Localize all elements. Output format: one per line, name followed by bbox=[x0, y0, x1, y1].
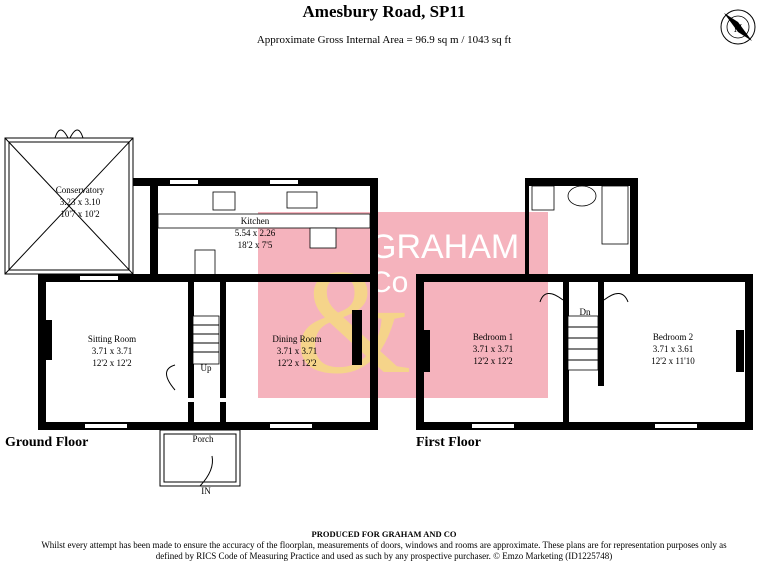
stairs-down-label: Dn bbox=[580, 307, 591, 317]
room-label-porch: Porch bbox=[193, 434, 214, 444]
svg-text:Kitchen: Kitchen bbox=[241, 216, 270, 226]
disclaimer-text: Whilst every attempt has been made to en… bbox=[41, 540, 727, 561]
produced-for-line: PRODUCED FOR GRAHAM AND CO bbox=[311, 529, 457, 539]
first-floor-walls bbox=[416, 178, 753, 430]
first-floor-label: First Floor bbox=[416, 435, 481, 450]
svg-text:5.54 x 2.26: 5.54 x 2.26 bbox=[235, 228, 276, 238]
svg-text:12'2 x 12'2: 12'2 x 12'2 bbox=[92, 358, 131, 368]
svg-text:3.71 x 3.71: 3.71 x 3.71 bbox=[473, 344, 514, 354]
graham-co-watermark: & GRAHAM Co bbox=[258, 212, 548, 405]
room-label-sitting: Sitting Room 3.71 x 3.71 12'2 x 12'2 bbox=[88, 334, 136, 368]
svg-text:Dining Room: Dining Room bbox=[272, 334, 321, 344]
svg-text:Conservatory: Conservatory bbox=[56, 185, 105, 195]
svg-text:Bedroom 1: Bedroom 1 bbox=[473, 332, 513, 342]
svg-text:18'2 x 7'5: 18'2 x 7'5 bbox=[238, 240, 273, 250]
room-label-conservatory: Conservatory 3.23 x 3.10 10'7 x 10'2 bbox=[56, 185, 105, 219]
compass-north-label: N bbox=[734, 21, 743, 35]
svg-text:12'2 x 11'10: 12'2 x 11'10 bbox=[651, 356, 695, 366]
ground-main-walls bbox=[38, 274, 378, 430]
svg-text:12'2 x 12'2: 12'2 x 12'2 bbox=[473, 356, 512, 366]
svg-text:Bedroom 2: Bedroom 2 bbox=[653, 332, 693, 342]
entrance-label: IN bbox=[201, 486, 211, 496]
stairs-up-label: Up bbox=[201, 363, 212, 373]
svg-text:12'2 x 12'2: 12'2 x 12'2 bbox=[277, 358, 316, 368]
kitchen-walls bbox=[133, 178, 378, 278]
svg-text:3.23 x 3.10: 3.23 x 3.10 bbox=[60, 197, 101, 207]
svg-text:3.71 x 3.61: 3.71 x 3.61 bbox=[653, 344, 694, 354]
room-label-bedroom1: Bedroom 1 3.71 x 3.71 12'2 x 12'2 bbox=[473, 332, 514, 366]
room-label-bedroom2: Bedroom 2 3.71 x 3.61 12'2 x 11'10 bbox=[651, 332, 695, 366]
room-label-dining: Dining Room 3.71 x 3.71 12'2 x 12'2 bbox=[272, 334, 321, 368]
porch-walls bbox=[159, 429, 241, 487]
plan-title: Amesbury Road, SP11 bbox=[302, 2, 466, 21]
watermark-line1: GRAHAM bbox=[370, 228, 519, 266]
svg-text:10'7 x 10'2: 10'7 x 10'2 bbox=[60, 209, 99, 219]
svg-text:3.71 x 3.71: 3.71 x 3.71 bbox=[277, 346, 318, 356]
area-subtitle: Approximate Gross Internal Area = 96.9 s… bbox=[256, 34, 512, 46]
room-label-kitchen: Kitchen 5.54 x 2.26 18'2 x 7'5 bbox=[235, 216, 276, 250]
ground-floor-label: Ground Floor bbox=[5, 435, 88, 450]
svg-text:Sitting Room: Sitting Room bbox=[88, 334, 136, 344]
svg-text:3.71 x 3.71: 3.71 x 3.71 bbox=[92, 346, 133, 356]
compass-icon: N bbox=[720, 9, 756, 45]
